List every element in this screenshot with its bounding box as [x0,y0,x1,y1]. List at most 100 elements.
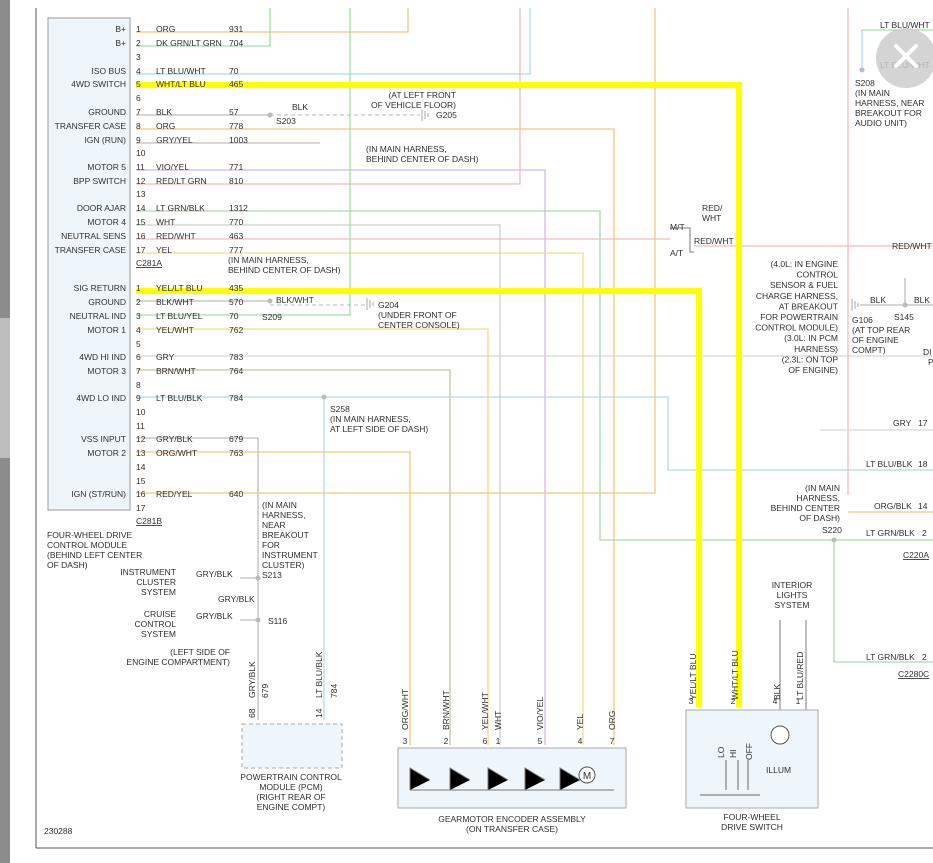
red-wht-1: RED/ [702,203,723,213]
wire-color-b-16: RED/YEL [156,489,193,499]
gm-wire-5: VIO/YEL [535,697,545,730]
pin-b-8: 8 [136,380,141,390]
note-s213_4: BREAKOUT [262,530,309,540]
note-s220-2: HARNESS, [797,493,840,503]
note-s213_5: FOR [262,540,280,550]
blk-s145: BLK [914,295,930,305]
wire-color-a-1: ORG [156,24,175,34]
splice-dot-s209 [267,298,273,304]
note-eng_2: CONTROL [796,270,838,280]
pin-a-3: 3 [136,52,141,62]
circuit-a-17: 777 [229,245,243,255]
gearmotor-label-2: (ON TRANSFER CASE) [466,824,558,834]
splice-s258: S258 [330,404,350,414]
module-pin-label-b-6: 4WD HI IND [79,352,126,362]
gm-pin-3: 6 [483,736,488,746]
gm-pin-6: 4 [578,736,583,746]
module-name: FOUR-WHEEL DRIVE [47,530,132,540]
gm-switch-1 [409,767,431,790]
gm-wire-1: ORG/WHT [400,689,410,730]
note-s213_1: (IN MAIN [262,500,297,510]
wire-color-b-6: GRY [156,352,175,362]
circuit-b-12: 679 [229,434,243,444]
note-eng_7: CONTROL MODULE) [755,323,838,333]
note-g204-1: (UNDER FRONT OF [378,310,457,320]
module-pin-label-b-16: IGN (ST/RUN) [71,489,126,499]
note-s220-1: (IN MAIN [805,483,840,493]
splice-s203: S203 [276,116,296,126]
circuit-a-15: 770 [229,217,243,227]
right-lt-blu-blk-pin: 18 [918,459,928,469]
right-lt-grn-blk-2-pin: 2 [922,652,927,662]
note-mh-dash-b2: BEHIND CENTER OF DASH) [228,265,341,275]
gm-pin-5: 5 [538,736,543,746]
close-button[interactable] [876,28,933,88]
circuit-b-9: 784 [229,393,243,403]
splice-dot-s145 [902,302,908,308]
motor-label: M [583,771,591,782]
module-pin-label-a-1: B+ [115,24,126,34]
fwd-off: OFF [744,743,754,760]
right-red-wht: RED/WHT [892,241,932,251]
pcm-wire-2: LT BLU/BLK [314,651,324,698]
red-wht-2: WHT [702,213,721,223]
interior-label-1: INTERIOR [772,580,813,590]
cluster-label-1: INSTRUMENT [120,567,176,577]
right-lt-blu-wht: LT BLU/WHT [880,20,930,30]
note-mh-dash-1: (IN MAIN HARNESS, [366,144,447,154]
splice-s209: S209 [262,312,282,322]
fwd-hi: HI [728,750,738,759]
module-pin-label-b-9: 4WD LO IND [76,393,126,403]
pin-a-8: 8 [136,121,141,131]
right-org-blk-pin: 14 [918,501,928,511]
module-pin-label-a-12: BPP SWITCH [73,176,126,186]
scrollbar-thumb[interactable] [0,318,10,458]
wire-1312 [136,210,933,541]
module-pin-label-a-16: NEUTRAL SENS [61,231,126,241]
fwd-lo: LO [716,746,726,758]
module-pin-label-b-2: GROUND [88,297,126,307]
pin-a-12: 12 [136,176,146,186]
gm-pin-2: 2 [444,736,449,746]
wire-color-a-12: RED/LT GRN [156,176,207,186]
splice-dot-s116 [255,617,261,623]
module-pin-label-b-3: NEUTRAL IND [70,311,126,321]
wire-color-b-7: BRN/WHT [156,366,196,376]
ground-g106: G106 [852,315,873,325]
cruise-label-3: SYSTEM [141,629,176,639]
highlight-wires [136,82,742,707]
fwd-wire-3: BLK [772,684,782,700]
note-s208-3: BREAKOUT FOR [855,108,922,118]
fwd-wire-1: YEL/LT BLU [688,654,698,700]
circuit-a-7: 57 [229,107,239,117]
pin-a-11: 11 [136,162,145,172]
pcm-label-4: ENGINE COMPT) [257,802,326,812]
circuit-a-1: 931 [229,24,243,34]
gm-switch-4 [524,767,546,790]
scrollbar[interactable] [0,0,10,863]
note-eng_3: SENSOR & FUEL [770,280,838,290]
splice-s145: S145 [894,312,914,322]
pcm-label-1: POWERTRAIN CONTROL [240,772,342,782]
pin-b-7: 7 [136,366,141,376]
circuit-a-11: 771 [229,162,243,172]
circuit-a-8: 778 [229,121,243,131]
wire-color-b-1: YEL/LT BLU [156,283,202,293]
wire-784 [136,396,933,471]
note-g204-2: CENTER CONSOLE) [378,320,460,330]
module-pin-label-a-15: MOTOR 4 [87,217,126,227]
pin-b-10: 10 [136,407,146,417]
blk-wht-g204: BLK/WHT [276,295,314,305]
blk-g106: BLK [870,295,886,305]
module-name-2: CONTROL MODULE [47,540,127,550]
note-s213_2: HARNESS, [262,510,305,520]
fwd-label-1: FOUR-WHEEL [723,812,780,822]
pin-a-9: 9 [136,135,141,145]
pin-b-1: 1 [136,283,141,293]
gm-wire-3: YEL/WHT [480,692,490,730]
circuit-b-3: 70 [229,311,239,321]
wire-lt-grn-blk-s220 [833,540,933,663]
pin-a-4: 4 [136,66,141,76]
illum-lamp-symbol [770,725,790,745]
pin-b-17: 17 [136,503,146,513]
